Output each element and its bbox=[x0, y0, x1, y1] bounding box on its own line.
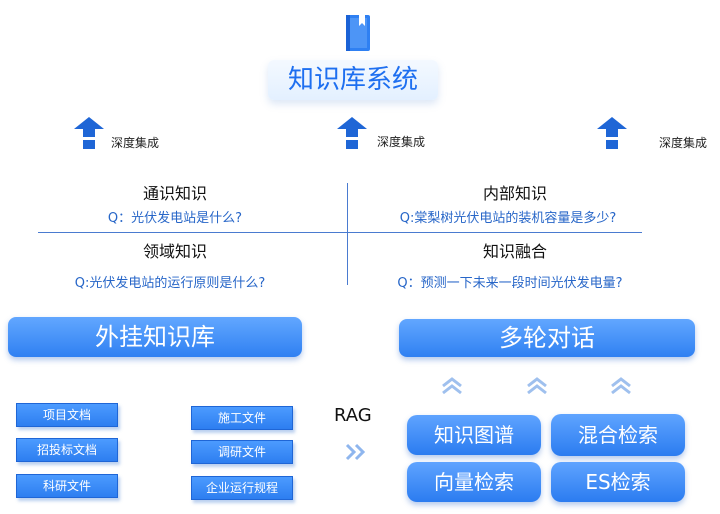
plugin-knowledge-base: 外挂知识库 bbox=[8, 317, 302, 357]
up-arrow-icon bbox=[597, 117, 627, 149]
domain-knowledge-heading: 领域知识 bbox=[142, 242, 207, 261]
knowledge-graph-box: 知识图谱 bbox=[407, 415, 541, 455]
book-icon bbox=[346, 15, 370, 51]
es-search-box: ES检索 bbox=[551, 462, 685, 502]
general-knowledge-question: Q：光伏发电站是什么? bbox=[107, 211, 243, 226]
doc-project: 项目文档 bbox=[16, 403, 118, 427]
up-arrow-icon bbox=[74, 117, 104, 149]
grid-divider-horizontal bbox=[38, 232, 642, 233]
hybrid-search-box: 混合检索 bbox=[551, 414, 685, 456]
general-knowledge-heading: 通识知识 bbox=[142, 184, 207, 203]
doc-research: 科研文件 bbox=[16, 474, 118, 498]
double-chevron-up-icon bbox=[527, 377, 547, 395]
multi-turn-dialogue: 多轮对话 bbox=[399, 319, 695, 357]
grid-divider-vertical bbox=[347, 183, 348, 285]
knowledge-fusion-heading: 知识融合 bbox=[482, 242, 547, 261]
doc-operation-rules: 企业运行规程 bbox=[191, 476, 293, 500]
double-chevron-up-icon bbox=[442, 377, 462, 395]
doc-construction: 施工文件 bbox=[191, 406, 293, 430]
integration-label: 深度集成 bbox=[659, 136, 708, 150]
integration-label: 深度集成 bbox=[111, 136, 160, 150]
page-title: 知识库系统 bbox=[268, 60, 438, 100]
doc-survey: 调研文件 bbox=[191, 440, 293, 464]
double-chevron-right-icon bbox=[345, 443, 366, 461]
up-arrow-icon bbox=[337, 117, 367, 149]
double-chevron-up-icon bbox=[611, 377, 631, 395]
vector-search-box: 向量检索 bbox=[407, 462, 541, 502]
integration-label: 深度集成 bbox=[377, 135, 426, 149]
doc-bidding: 招投标文档 bbox=[16, 438, 118, 462]
rag-label: RAG bbox=[334, 405, 372, 426]
internal-knowledge-heading: 内部知识 bbox=[482, 184, 547, 203]
domain-knowledge-question: Q:光伏发电站的运行原则是什么? bbox=[74, 276, 266, 291]
knowledge-fusion-question: Q：预测一下未来一段时间光伏发电量? bbox=[397, 276, 623, 291]
internal-knowledge-question: Q:棠梨树光伏电站的装机容量是多少? bbox=[399, 211, 617, 226]
